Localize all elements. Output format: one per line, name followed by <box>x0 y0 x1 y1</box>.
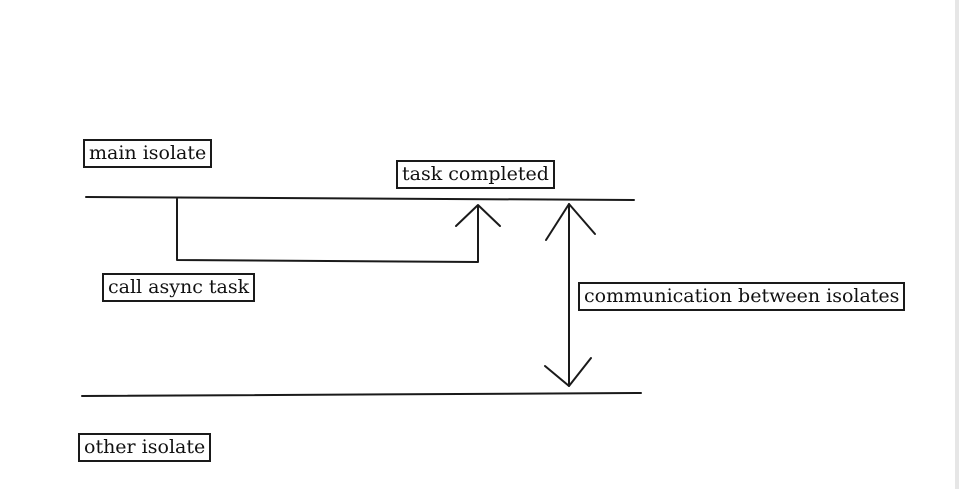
main-isolate-timeline <box>85 196 635 201</box>
communication-label: communication between isolates <box>578 282 906 311</box>
communication-arrow-top-head <box>545 203 596 241</box>
other-isolate-timeline <box>81 392 642 397</box>
task-completed-label: task completed <box>396 160 555 189</box>
image-edge <box>955 0 959 489</box>
async-call-path <box>176 198 479 263</box>
call-async-task-label: call async task <box>102 273 256 302</box>
main-isolate-label: main isolate <box>83 139 213 168</box>
task-completed-arrowhead <box>455 204 501 227</box>
other-isolate-label: other isolate <box>78 433 212 462</box>
communication-arrow-bottom-head <box>544 357 592 387</box>
